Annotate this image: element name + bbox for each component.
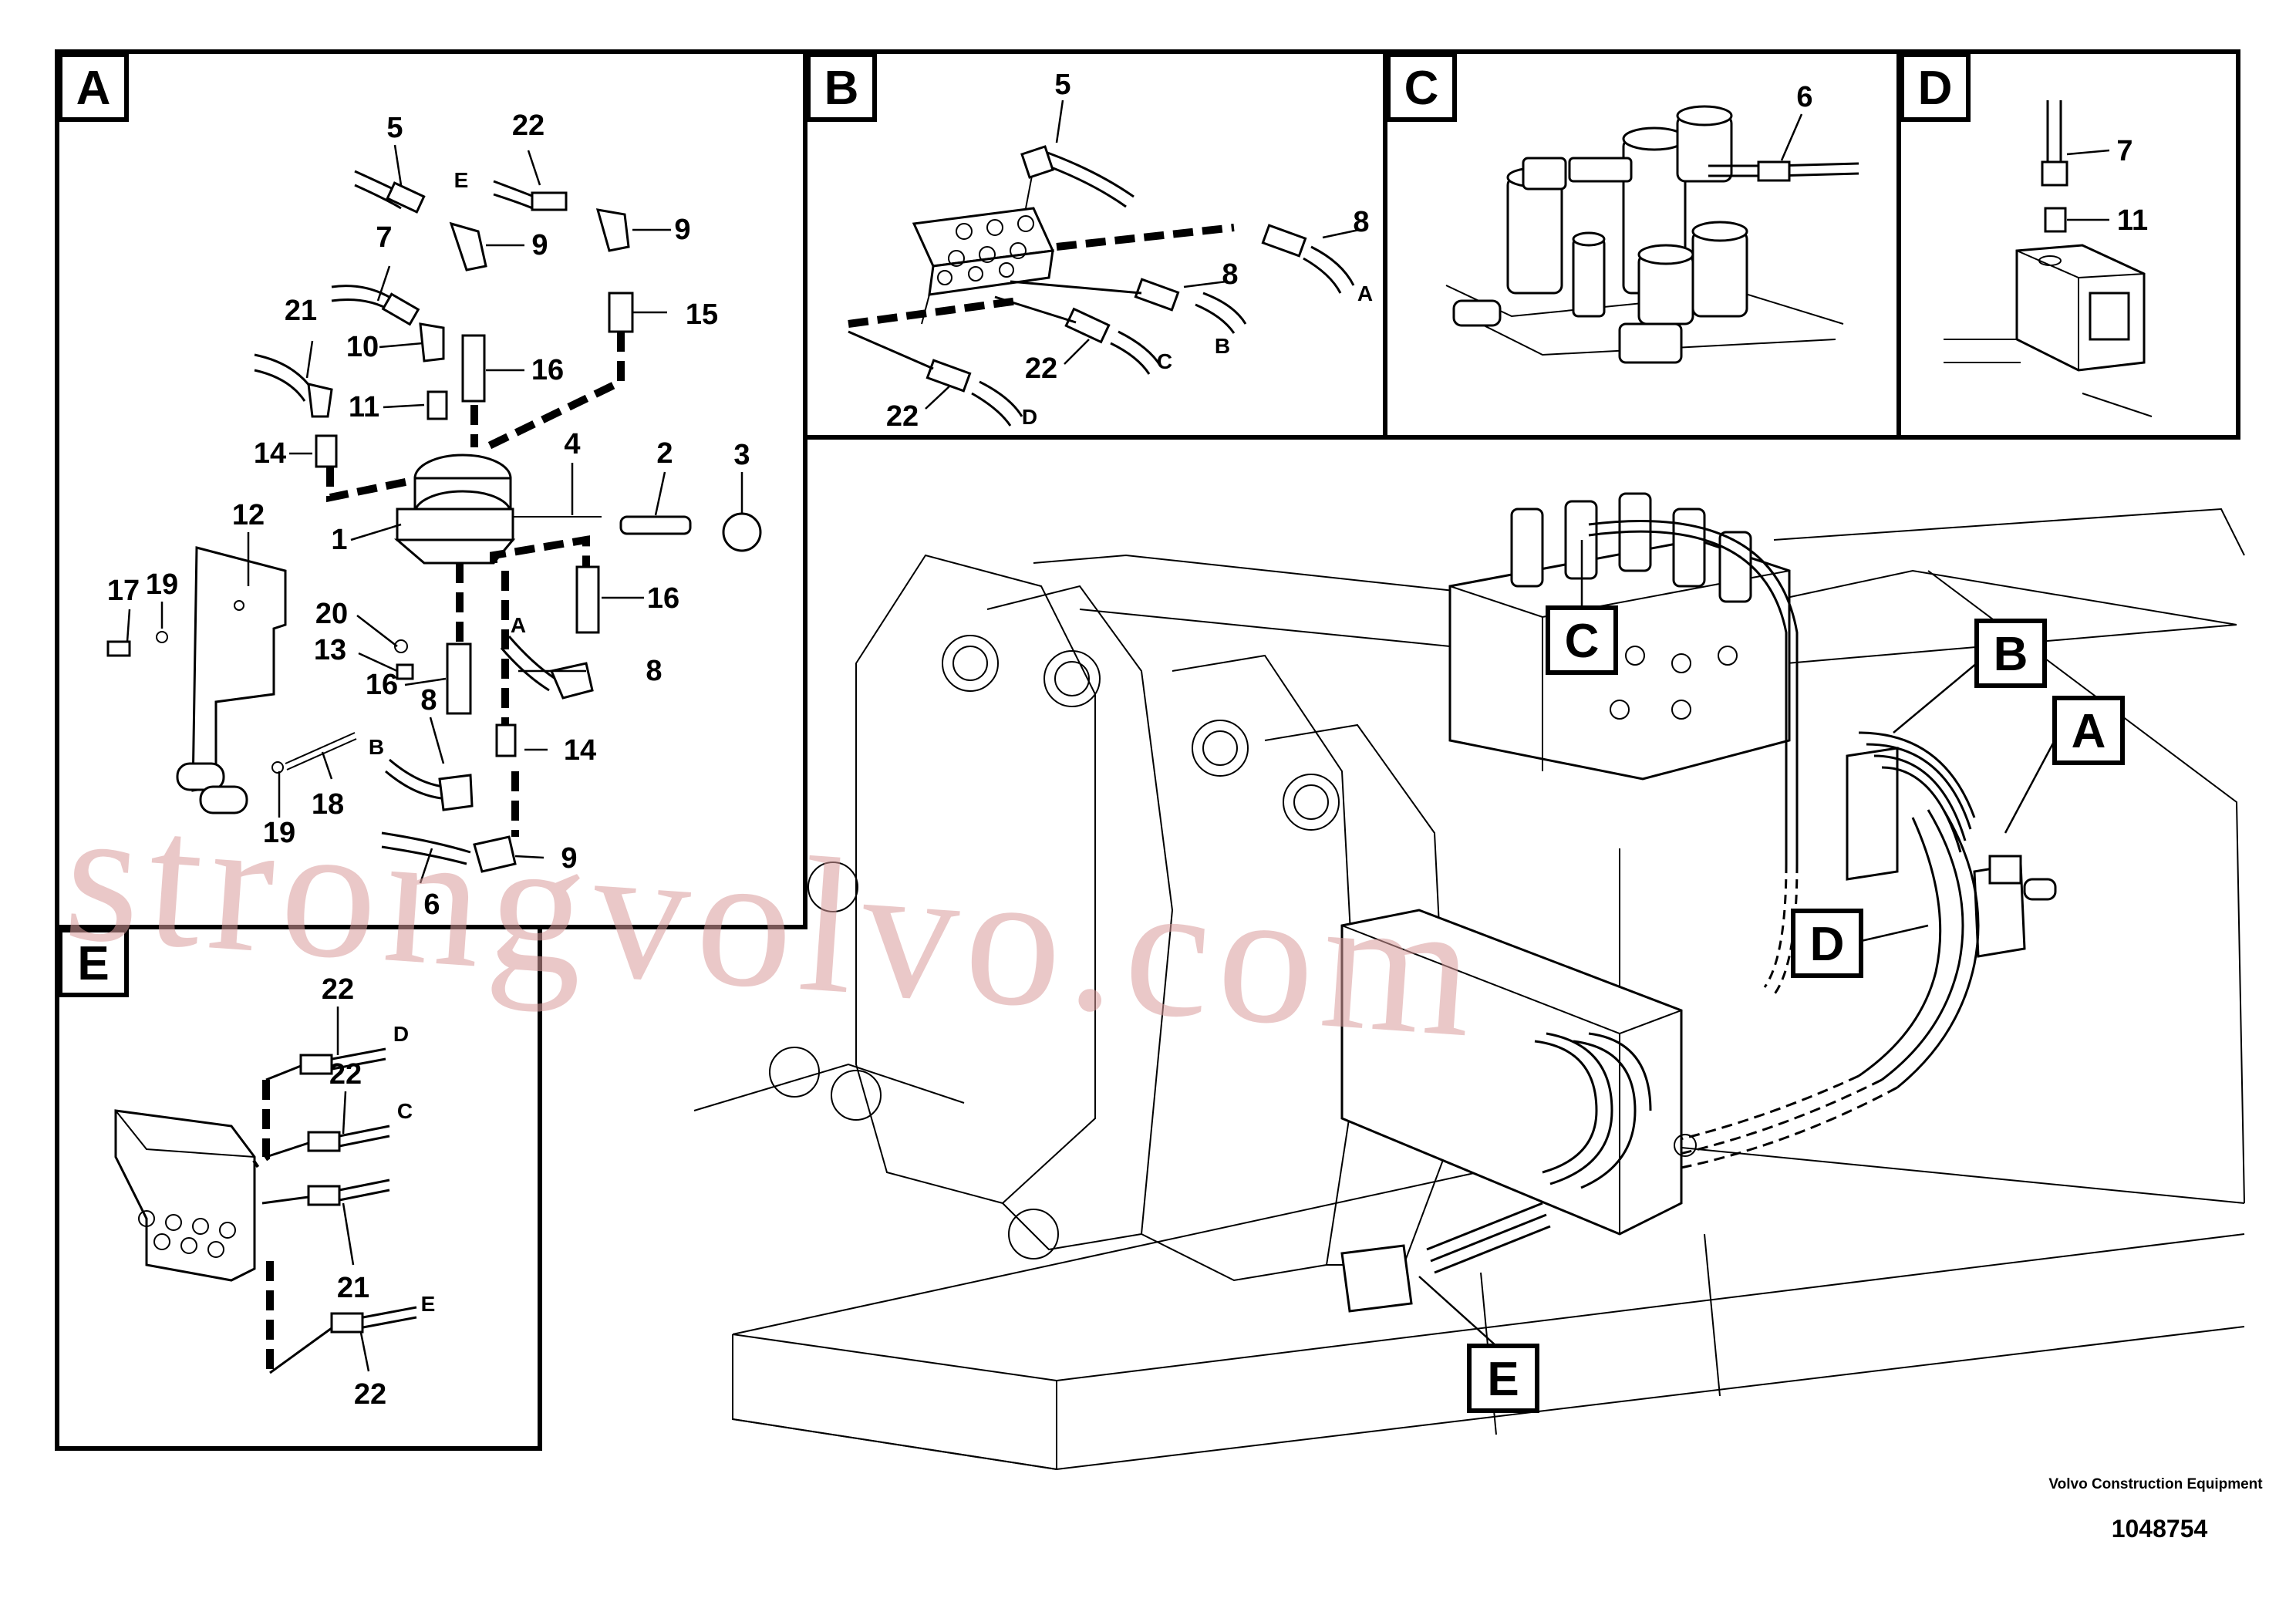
hose-end-B: B — [1215, 334, 1230, 358]
svg-text:C: C — [1404, 62, 1439, 115]
callout-22b: 22 — [329, 1058, 362, 1091]
callout-16b: 16 — [647, 582, 679, 615]
callout-19b: 19 — [263, 817, 295, 849]
panel-c-label: C — [1386, 52, 1457, 122]
panel-a-drawing — [106, 170, 762, 873]
callout-19: 19 — [146, 568, 178, 601]
callout-18: 18 — [312, 788, 344, 821]
hose-end-E: E — [421, 1292, 436, 1316]
svg-text:B: B — [1994, 628, 2028, 681]
callout-11: 11 — [2117, 204, 2148, 237]
callout-5: 5 — [386, 112, 403, 144]
manufacturer-mark: Volvo Construction Equipment — [2048, 1476, 2263, 1492]
panel-c-leaders — [1780, 113, 1803, 161]
callout-7: 7 — [376, 221, 392, 254]
panel-e-callouts: 22 D 22 C 21 E 22 — [322, 973, 435, 1411]
svg-text:C: C — [1565, 615, 1600, 668]
panel-a-callouts: 5 22 E 9 7 9 21 15 10 16 11 14 4 2 3 12 … — [107, 110, 750, 921]
tag-d-detail: D — [1791, 909, 1929, 978]
svg-text:D: D — [1918, 62, 1953, 115]
panel-b-drawing — [848, 145, 1355, 427]
tag-c-detail: C — [1546, 540, 1618, 675]
svg-text:B: B — [824, 62, 859, 115]
callout-9c: 9 — [561, 842, 577, 875]
tag-a-detail: A — [2004, 696, 2125, 834]
callout-11: 11 — [349, 391, 379, 423]
callout-22: 22 — [322, 973, 354, 1006]
panel-e-frame — [55, 925, 542, 1451]
callout-21: 21 — [285, 295, 317, 327]
callout-13: 13 — [314, 634, 346, 666]
callout-2: 2 — [656, 437, 673, 470]
callout-14b: 14 — [564, 734, 596, 767]
callout-20: 20 — [315, 598, 348, 630]
callout-17: 17 — [107, 575, 140, 607]
hose-end-C: C — [1157, 349, 1172, 373]
callout-16c: 16 — [366, 669, 398, 701]
callout-12: 12 — [232, 499, 265, 531]
panel-a-label: A — [58, 52, 129, 122]
hose-end-A: A — [1357, 282, 1373, 305]
main-view-tags: C B A D E — [1418, 540, 2125, 1413]
callout-22b: 22 — [886, 400, 919, 433]
panel-b-label: B — [806, 52, 877, 122]
callout-1: 1 — [331, 524, 347, 556]
callout-22: 22 — [512, 110, 544, 142]
panel-d-drawing — [1944, 100, 2153, 417]
document-number: 1048754 — [2112, 1515, 2208, 1543]
panel-d-callouts: 7 11 — [2116, 135, 2148, 237]
hose-end-D: D — [1022, 405, 1037, 429]
callout-4: 4 — [564, 428, 580, 460]
svg-text:D: D — [1810, 918, 1845, 971]
hose-end-D: D — [393, 1022, 409, 1046]
callout-15: 15 — [686, 298, 718, 331]
panel-d-leaders — [2066, 149, 2110, 221]
callout-9: 9 — [531, 229, 548, 261]
callout-8: 8 — [1353, 206, 1369, 238]
panel-b-leaders — [925, 99, 1360, 410]
callout-3: 3 — [733, 439, 750, 471]
hose-end-B: B — [369, 735, 384, 759]
callout-14: 14 — [254, 437, 286, 470]
callout-5: 5 — [1054, 69, 1070, 101]
callout-9b: 9 — [674, 214, 690, 246]
hose-end-A: A — [511, 613, 526, 637]
watermark: strongvolvo.com — [59, 767, 1487, 1078]
panel-b-callouts: 5 8 8 A 22 C B 22 D — [886, 69, 1373, 433]
panel-d-label: D — [1900, 52, 1971, 122]
callout-7: 7 — [2116, 135, 2132, 167]
svg-text:A: A — [76, 62, 111, 115]
panel-e-leaders — [336, 1007, 370, 1372]
hose-end-C: C — [397, 1099, 413, 1123]
svg-text:E: E — [77, 937, 109, 990]
panel-e-label: E — [58, 928, 129, 997]
panel-c-callouts: 6 — [1796, 81, 1812, 113]
panel-d-frame — [1896, 49, 2240, 440]
callout-22c: 22 — [354, 1378, 386, 1411]
panel-a-leaders — [126, 144, 743, 884]
tag-e-detail: E — [1418, 1276, 1539, 1413]
callout-6: 6 — [1796, 81, 1812, 113]
callout-6: 6 — [423, 889, 440, 921]
callout-16: 16 — [531, 354, 564, 386]
callout-8b: 8 — [420, 684, 437, 717]
callout-22: 22 — [1025, 352, 1057, 385]
callout-8: 8 — [646, 655, 662, 687]
callout-21: 21 — [337, 1272, 369, 1304]
callout-10: 10 — [346, 331, 379, 363]
tag-b-detail: B — [1893, 619, 2047, 733]
panel-c-drawing — [1445, 105, 1859, 364]
panel-e-drawing — [114, 1047, 417, 1374]
hose-end-E: E — [454, 168, 469, 192]
svg-text:A: A — [2072, 705, 2106, 758]
svg-text:E: E — [1487, 1353, 1519, 1406]
callout-8b: 8 — [1222, 258, 1238, 291]
svg-text:Volvo Construction Equipment: Volvo Construction Equipment — [2048, 1476, 2263, 1492]
